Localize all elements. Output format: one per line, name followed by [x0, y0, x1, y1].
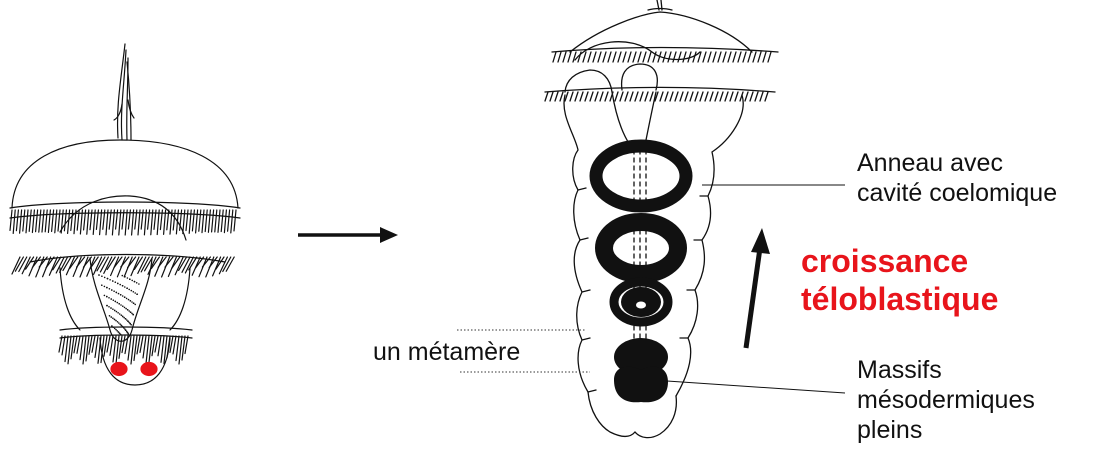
growth-arrow — [743, 228, 770, 349]
band-cilia — [544, 91, 769, 102]
episphere — [11, 139, 239, 209]
trochophore-larva — [9, 43, 241, 386]
pygidium — [99, 337, 171, 386]
ring-label: Anneau avec cavité coelomique — [857, 148, 1057, 208]
metamere-lines — [457, 329, 590, 373]
prostomium — [569, 11, 753, 53]
segmented-larva — [544, 0, 779, 439]
masses-label-line3: pleins — [857, 416, 923, 444]
metamere-label: un métamère — [373, 338, 521, 366]
gut-stipple — [98, 274, 140, 336]
masses-label-line1: Massifs — [857, 356, 942, 384]
growth-label-line1: croissance — [801, 243, 969, 279]
masses-label-line2: mésodermiques — [857, 386, 1035, 414]
hyposphere — [59, 267, 81, 331]
growth-label-line2: téloblastique — [801, 281, 999, 317]
prototroch — [9, 209, 237, 236]
teloblast-left — [110, 361, 128, 377]
coelom-ring-3b — [609, 277, 673, 327]
masses-label: Massifs mésodermiques pleins — [857, 355, 1035, 445]
transition-arrow — [298, 227, 398, 243]
ring-label-line2: cavité coelomique — [857, 179, 1058, 207]
apical-tuft — [113, 43, 135, 141]
growth-label: croissance téloblastique — [801, 242, 998, 318]
head-cilia — [552, 51, 772, 63]
telotroch — [58, 335, 189, 365]
masses-leader-line — [666, 380, 846, 394]
ring-label-line1: Anneau avec — [857, 149, 1003, 177]
teloblast-right — [140, 361, 158, 377]
mesoderm-mass-1 — [614, 338, 668, 376]
gut — [89, 257, 153, 342]
lower-cilia — [11, 256, 235, 278]
coelom-ring-1 — [589, 139, 693, 213]
mesoderm-mass-2 — [614, 366, 668, 403]
coelom-ring-2 — [595, 213, 687, 283]
